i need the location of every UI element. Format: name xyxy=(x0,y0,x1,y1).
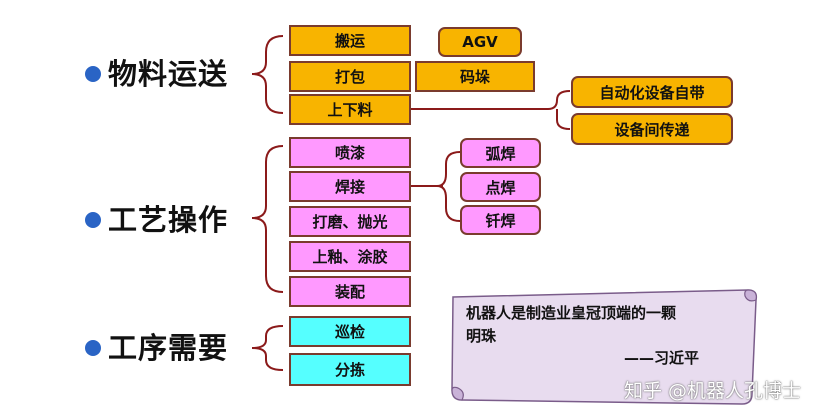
box-assembly: 装配 xyxy=(289,276,411,307)
box-agv: AGV xyxy=(438,27,522,57)
box-brazing: 钎焊 xyxy=(460,205,541,235)
category-process-operation: 工艺操作 xyxy=(108,203,229,237)
brace-process-need xyxy=(251,325,284,371)
box-spray-painting: 喷漆 xyxy=(289,137,411,168)
box-welding: 焊接 xyxy=(289,171,411,202)
bullet-process-need xyxy=(85,340,101,356)
bullet-material-transport xyxy=(85,66,101,82)
box-handling: 搬运 xyxy=(289,25,411,56)
quote-attribution: ——习近平 xyxy=(624,349,700,367)
watermark: 知乎 @机器人孔博士 xyxy=(624,380,802,402)
brace-process-operation xyxy=(251,145,284,293)
brace-welding-subs xyxy=(410,151,461,222)
box-arc-welding: 弧焊 xyxy=(460,138,541,168)
bullet-process-operation xyxy=(85,212,101,228)
box-grinding-polishing: 打磨、抛光 xyxy=(289,206,411,237)
category-process-need: 工序需要 xyxy=(108,331,229,365)
box-loading: 上下料 xyxy=(289,94,411,125)
box-inspection: 巡检 xyxy=(289,316,411,347)
brace-material-transport xyxy=(251,35,284,114)
box-packing: 打包 xyxy=(289,61,411,92)
box-palletizing: 码垛 xyxy=(415,61,535,92)
quote-line-1: 机器人是制造业皇冠顶端的一颗 xyxy=(466,304,677,322)
box-spot-welding: 点焊 xyxy=(460,172,541,202)
box-glazing-gluing: 上釉、涂胶 xyxy=(289,241,411,272)
quote-line-2: 明珠 xyxy=(466,327,497,345)
brace-loading-subs xyxy=(410,90,571,130)
box-sorting: 分拣 xyxy=(289,353,411,386)
category-material-transport: 物料运送 xyxy=(108,57,229,91)
box-builtin-automation: 自动化设备自带 xyxy=(571,76,733,108)
box-inter-equipment-transfer: 设备间传递 xyxy=(571,113,733,145)
